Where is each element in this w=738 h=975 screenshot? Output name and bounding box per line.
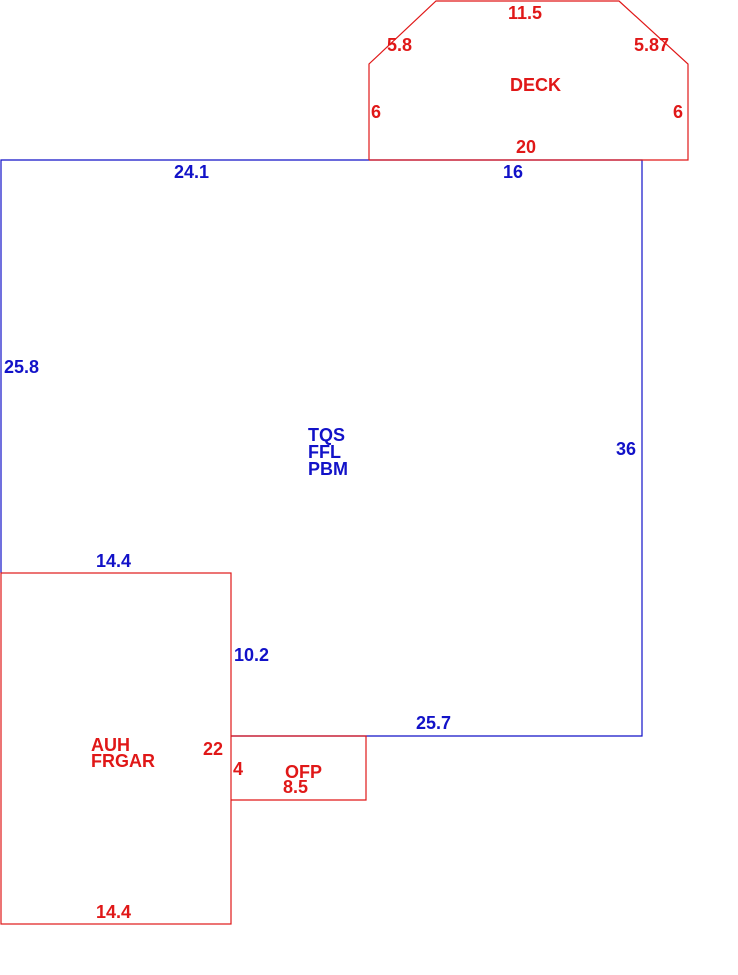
main-right-dimension: 36 [616, 439, 636, 459]
porch-outline [231, 735, 367, 801]
main-code-1: TQS [308, 425, 345, 445]
garage-top-dimension: 14.4 [96, 551, 131, 571]
main-top-left-dimension: 24.1 [174, 162, 209, 182]
deck-upper-right-dimension: 5.87 [634, 35, 669, 55]
deck-outline [368, 0, 689, 161]
porch-height-dimension: 4 [233, 759, 243, 779]
porch-width-dimension: 8.5 [283, 777, 308, 797]
deck-right-dimension: 6 [673, 102, 683, 122]
garage-right-dimension: 22 [203, 739, 223, 759]
deck-top-dimension: 11.5 [508, 3, 542, 23]
deck-upper-left-dimension: 5.8 [387, 35, 412, 55]
garage-bottom-dimension: 14.4 [96, 902, 131, 922]
deck-label: DECK [510, 75, 561, 95]
garage-code-2: FRGAR [91, 751, 155, 771]
garage-code-1: AUH [91, 735, 130, 755]
deck-bottom-dimension: 20 [516, 137, 536, 157]
deck-left-dimension: 6 [371, 102, 381, 122]
main-top-right-dimension: 16 [503, 162, 523, 182]
main-code-2: FFL [308, 442, 341, 462]
main-left-dimension: 25.8 [4, 357, 39, 377]
main-inner-vertical-dimension: 10.2 [234, 645, 269, 665]
garage-outline [0, 572, 232, 925]
main-bottom-dimension: 25.7 [416, 713, 451, 733]
main-code-3: PBM [308, 459, 348, 479]
porch-label: OFP [285, 762, 322, 782]
